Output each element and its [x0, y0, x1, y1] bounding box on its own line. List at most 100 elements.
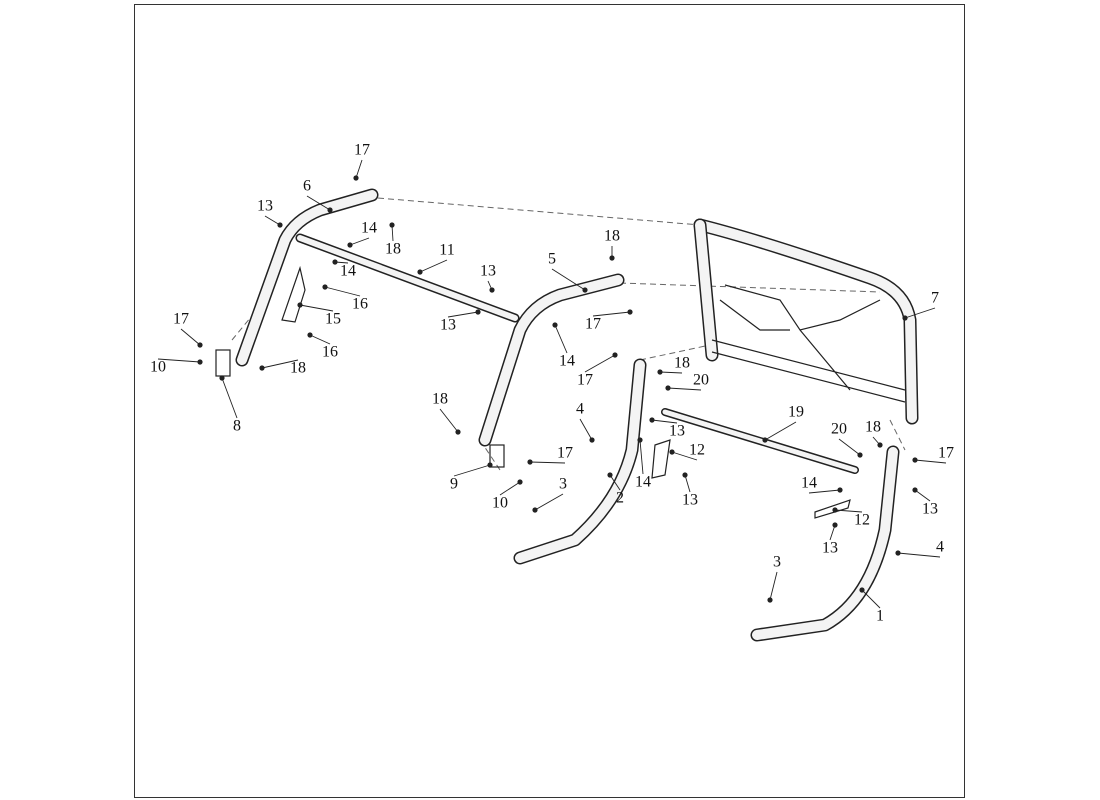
part-callout-label: 12 — [689, 442, 705, 459]
part-2-left-side-tube — [513, 358, 647, 565]
leader-line — [808, 489, 841, 494]
leader-line — [309, 334, 331, 345]
part-callout-label: 3 — [559, 476, 567, 493]
leader-line — [861, 589, 881, 609]
leader-line — [180, 328, 201, 346]
leader-line — [453, 464, 491, 477]
part-callout-label: 14 — [361, 220, 377, 237]
leader-line — [534, 493, 564, 511]
leader-line — [391, 224, 394, 242]
leader-line — [324, 286, 361, 297]
part-callout-label: 13 — [480, 263, 496, 280]
leader-line — [579, 418, 593, 441]
leader-line — [592, 311, 631, 317]
leader-line — [487, 280, 493, 291]
leader-line — [914, 459, 947, 464]
part-callout-label: 13 — [440, 317, 456, 334]
leader-line — [769, 571, 778, 601]
leader-line — [829, 524, 836, 541]
leader-line — [306, 195, 331, 211]
part-callout-label: 14 — [559, 353, 575, 370]
leader-line — [355, 159, 363, 179]
leader-line — [419, 259, 448, 273]
leader-line — [499, 481, 521, 496]
leader-line — [261, 359, 299, 369]
leader-line — [834, 509, 863, 513]
leader-line — [904, 307, 936, 319]
part-callout-label: 18 — [385, 241, 401, 258]
part-callout-label: 17 — [577, 372, 593, 389]
leader-line — [299, 304, 334, 312]
leader-line — [221, 377, 238, 419]
part-callout-label: 2 — [616, 490, 624, 507]
part-callout-label: 17 — [557, 445, 573, 462]
leader-line — [439, 408, 459, 433]
part-callout-label: 1 — [876, 608, 884, 625]
part-callout-label: 18 — [604, 228, 620, 245]
part-callout-label: 3 — [773, 554, 781, 571]
part-callout-label: 12 — [854, 512, 870, 529]
part-15-bracket — [281, 265, 306, 323]
part-callout-label: 9 — [450, 476, 458, 493]
part-callout-label: 13 — [922, 501, 938, 518]
part-19-cross-bar — [661, 408, 859, 474]
leader-line — [897, 552, 941, 558]
leader-line — [609, 474, 621, 491]
leader-lines — [157, 159, 947, 609]
part-callout-label: 19 — [788, 404, 804, 421]
part-callout-label: 14 — [340, 263, 356, 280]
leader-line — [334, 261, 349, 264]
leader-line — [551, 268, 586, 291]
part-callout-label: 16 — [322, 344, 338, 361]
leader-line — [659, 371, 683, 374]
leader-line — [349, 237, 370, 246]
leader-line — [584, 354, 616, 373]
part-callout-label: 20 — [831, 421, 847, 438]
part-callout-label: 17 — [354, 142, 370, 159]
leader-line — [157, 358, 201, 363]
part-callout-label: 10 — [492, 495, 508, 512]
part-callout-label: 4 — [936, 539, 944, 556]
part-11-cross-tube — [295, 233, 520, 323]
part-callout-label: 13 — [682, 492, 698, 509]
part-callout-label: 18 — [290, 360, 306, 377]
leader-line — [639, 439, 644, 475]
part-callout-label: 13 — [669, 423, 685, 440]
part-callout-label: 18 — [432, 391, 448, 408]
leader-line — [554, 324, 568, 354]
part-callout-label: 13 — [822, 540, 838, 557]
part-5-rear-roll-bar — [478, 273, 625, 447]
part-callout-label: 15 — [325, 311, 341, 328]
leader-line — [764, 421, 797, 441]
part-callout-label: 14 — [801, 475, 817, 492]
part-callout-label: 5 — [548, 251, 556, 268]
leader-line — [914, 489, 931, 502]
part-9-bracket — [489, 444, 505, 468]
part-8-bracket — [215, 349, 231, 377]
part-callout-label: 17 — [938, 445, 954, 462]
part-6-front-roll-bar — [235, 188, 379, 367]
part-callout-label: 17 — [173, 311, 189, 328]
drawing-frame — [134, 4, 965, 798]
part-callout-label: 4 — [576, 401, 584, 418]
part-callout-label: 6 — [303, 178, 311, 195]
leader-line — [667, 387, 702, 391]
part-callout-label: 20 — [693, 372, 709, 389]
leader-line — [264, 215, 281, 226]
part-callout-label: 11 — [439, 242, 454, 259]
leader-line — [872, 436, 881, 446]
part-callout-label: 7 — [931, 290, 939, 307]
leader-line — [838, 438, 861, 456]
part-callout-label: 18 — [865, 419, 881, 436]
leader-line — [651, 419, 678, 424]
part-callout-label: 14 — [635, 474, 651, 491]
part-callout-label: 13 — [257, 198, 273, 215]
leader-line — [447, 311, 479, 318]
leader-line — [529, 461, 566, 464]
part-callout-label: 16 — [352, 296, 368, 313]
part-callout-label: 17 — [585, 316, 601, 333]
part-callout-label: 8 — [233, 418, 241, 435]
part-7-rear-frame — [693, 218, 919, 425]
